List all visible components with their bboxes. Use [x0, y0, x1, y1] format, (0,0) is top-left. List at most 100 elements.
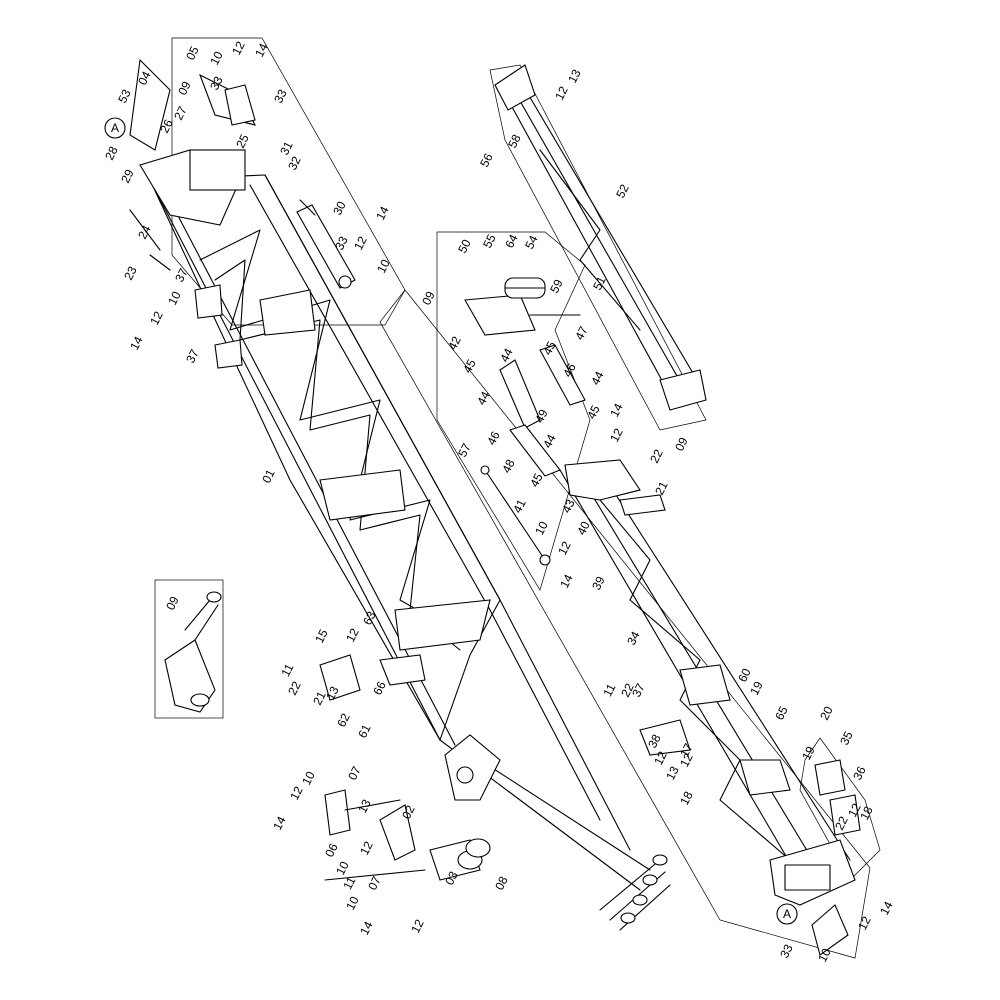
- part-callout-42: 42: [445, 334, 464, 353]
- part-callout-13: 13: [565, 67, 584, 86]
- part-callout-55: 55: [480, 232, 499, 251]
- part-callout-11: 11: [340, 874, 358, 892]
- part-callout-63: 63: [360, 609, 379, 628]
- part-callout-11: 11: [278, 661, 296, 679]
- part-callout-13: 13: [355, 797, 374, 816]
- part-callout-22: 22: [285, 679, 304, 698]
- part-callout-54: 54: [522, 233, 541, 252]
- detail-marker-label: A: [783, 907, 791, 921]
- part-callout-13: 13: [663, 764, 682, 783]
- part-callout-48: 48: [499, 457, 518, 476]
- part-callout-10: 10: [333, 859, 352, 878]
- main-boom-frame: [139, 149, 671, 931]
- part-callout-11: 11: [600, 681, 618, 699]
- part-callout-21: 21: [652, 479, 671, 498]
- detail-marker-label: A: [111, 121, 119, 135]
- main-boom-outline: [379, 289, 871, 959]
- part-callout-12: 12: [552, 84, 571, 103]
- linkage-parts: [464, 277, 586, 566]
- tip-boom-frame: [494, 64, 707, 411]
- part-callout-10: 10: [343, 894, 362, 913]
- secondary-boom-frame: [559, 459, 856, 906]
- part-callout-51: 51: [590, 274, 609, 293]
- part-callout-33: 33: [207, 74, 226, 93]
- part-callout-06: 06: [322, 841, 341, 860]
- part-callout-10: 10: [299, 769, 318, 788]
- part-callout-34: 34: [624, 629, 643, 648]
- part-callout-02: 02: [399, 803, 418, 822]
- part-callout-28: 28: [102, 144, 121, 163]
- part-callout-56: 56: [477, 151, 496, 170]
- part-callout-45: 45: [584, 403, 603, 422]
- part-callout-15: 15: [312, 627, 331, 646]
- part-callout-44: 44: [588, 369, 607, 388]
- part-callout-12: 12: [607, 426, 626, 445]
- part-callout-44: 44: [474, 389, 493, 408]
- hydraulic-cylinder: [296, 199, 356, 289]
- part-callout-12: 12: [229, 39, 248, 58]
- part-callout-12: 12: [651, 749, 670, 768]
- part-callout-52: 52: [613, 182, 632, 201]
- part-callout-33: 33: [777, 942, 796, 961]
- part-callout-01: 01: [259, 467, 278, 486]
- part-callout-57: 57: [455, 441, 474, 460]
- part-callout-10: 10: [207, 49, 226, 68]
- part-callout-45: 45: [527, 471, 546, 490]
- part-callout-45: 45: [460, 357, 479, 376]
- part-callout-09: 09: [163, 594, 182, 613]
- part-callout-19: 19: [747, 679, 766, 698]
- part-callout-41: 41: [510, 497, 529, 516]
- part-callout-58: 58: [505, 132, 524, 151]
- part-callout-14: 14: [252, 41, 271, 60]
- part-callout-21: 21: [310, 689, 329, 708]
- part-callout-53: 53: [115, 87, 134, 106]
- part-callout-38: 38: [645, 732, 664, 751]
- part-callout-14: 14: [373, 204, 392, 223]
- lower-bracket-parts: [129, 58, 861, 956]
- part-callout-03: 03: [442, 869, 461, 888]
- part-callout-37: 37: [629, 681, 648, 700]
- part-callout-12: 12: [287, 784, 306, 803]
- part-callout-12: 12: [555, 539, 574, 558]
- part-callout-29: 29: [118, 167, 137, 186]
- part-callout-22: 22: [647, 447, 666, 466]
- part-callout-59: 59: [547, 277, 566, 296]
- detail-marker-A-bottom: A: [776, 903, 798, 925]
- part-callout-10: 10: [374, 257, 393, 276]
- part-callout-43: 43: [559, 497, 578, 516]
- part-callout-35: 35: [837, 729, 856, 748]
- part-callout-33: 33: [332, 234, 351, 253]
- upper-assembly-outline: [171, 37, 406, 326]
- part-callout-65: 65: [772, 704, 791, 723]
- part-callout-20: 20: [817, 704, 836, 723]
- part-callout-05: 05: [183, 44, 202, 63]
- part-callout-24: 24: [135, 223, 154, 242]
- part-callout-60: 60: [735, 666, 754, 685]
- part-callout-07: 07: [365, 874, 384, 893]
- part-callout-09: 09: [175, 79, 194, 98]
- part-callout-18: 18: [857, 804, 876, 823]
- part-callout-18: 18: [677, 789, 696, 808]
- part-callout-14: 14: [127, 334, 146, 353]
- part-callout-14: 14: [270, 814, 289, 833]
- part-callout-50: 50: [455, 237, 474, 256]
- part-callout-37: 37: [172, 266, 191, 285]
- linkage-group-outline: [436, 231, 591, 591]
- part-callout-10: 10: [165, 289, 184, 308]
- part-callout-10: 10: [815, 946, 834, 965]
- bracket-group-outline: [799, 737, 881, 881]
- tip-group-outline: [489, 64, 707, 431]
- part-callout-12: 12: [677, 751, 696, 770]
- part-callout-14: 14: [877, 899, 896, 918]
- part-callout-40: 40: [574, 519, 593, 538]
- part-callout-08: 08: [492, 874, 511, 893]
- part-callout-17: 17: [677, 741, 696, 760]
- part-callout-31: 31: [277, 139, 296, 158]
- part-callout-36: 36: [850, 764, 869, 783]
- part-callout-66: 66: [370, 679, 389, 698]
- part-callout-46: 46: [560, 361, 579, 380]
- part-callout-09: 09: [672, 435, 691, 454]
- part-callout-13: 13: [323, 684, 342, 703]
